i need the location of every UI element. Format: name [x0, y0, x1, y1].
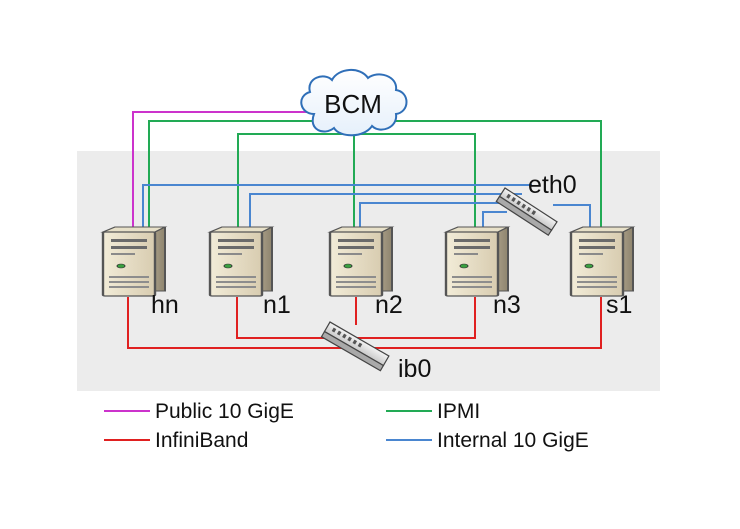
- legend: Public 10 GigE IPMI InfiniBand Internal …: [104, 400, 589, 452]
- node-label-n1: n1: [263, 291, 291, 319]
- eth0-switch-label: eth0: [528, 171, 577, 199]
- legend-label-public: Public 10 GigE: [155, 400, 294, 423]
- server-n3: [444, 225, 510, 298]
- internal-links: [142, 184, 591, 228]
- server-s1: [569, 225, 635, 298]
- eth0-switch: [495, 187, 558, 237]
- server-n1: [208, 225, 274, 298]
- ib0-switch: [320, 321, 390, 372]
- legend-label-internal: Internal 10 GigE: [437, 429, 589, 452]
- ib0-switch-label: ib0: [398, 355, 431, 383]
- legend-label-infiniband: InfiniBand: [155, 429, 248, 452]
- node-label-hn: hn: [151, 291, 179, 319]
- public-link: [132, 111, 312, 228]
- node-label-n3: n3: [493, 291, 521, 319]
- server-n2: [328, 225, 394, 298]
- legend-label-ipmi: IPMI: [437, 400, 480, 423]
- node-label-s1: s1: [606, 291, 632, 319]
- bcm-cloud: BCM: [300, 69, 408, 137]
- node-label-n2: n2: [375, 291, 403, 319]
- bcm-cloud-label: BCM: [324, 89, 382, 119]
- server-hn: [101, 225, 167, 298]
